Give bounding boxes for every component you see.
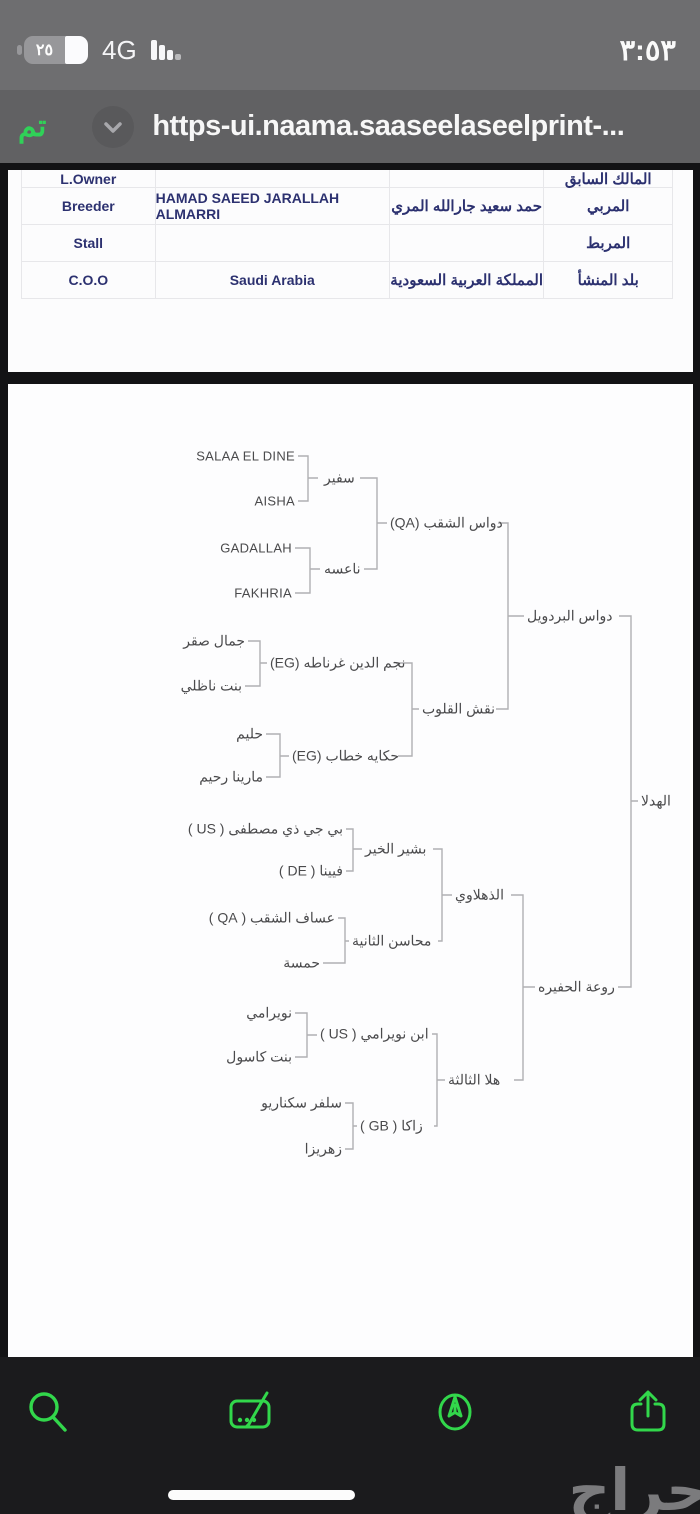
status-left-cluster: ٢٥ 4G — [17, 34, 185, 66]
pedigree-connector-lines — [245, 455, 638, 1150]
pedigree-node: بنت كاسول — [226, 1048, 292, 1065]
search-button[interactable] — [23, 1388, 71, 1436]
battery-icon: ٢٥ — [17, 36, 88, 64]
en-value-cell: HAMAD SAEED JARALLAH ALMARRI — [156, 188, 390, 224]
pedigree-node: ناعسه — [324, 560, 361, 577]
table-row: C.O.O Saudi Arabia المملكة العربية السعو… — [22, 262, 672, 299]
horse-info-card: L.Owner المالك السابق Breeder HAMAD SAEE… — [8, 170, 693, 372]
pedigree-node-root: الهدلا — [641, 792, 671, 809]
pedigree-node: هلا الثالثة — [448, 1071, 501, 1088]
pedigree-node: نقش القلوب — [422, 700, 496, 717]
pedigree-node: الذهلاوي — [455, 886, 504, 903]
pen-button[interactable] — [431, 1388, 479, 1436]
markup-button[interactable] — [228, 1388, 276, 1436]
pedigree-node: جمال صقر — [183, 632, 245, 649]
battery-percent: ٢٥ — [35, 42, 54, 59]
pedigree-node: AISHA — [254, 493, 295, 509]
en-label-cell: Breeder — [22, 188, 156, 224]
pedigree-node: عساف الشقب ( QA ) — [208, 909, 335, 926]
share-icon — [630, 1390, 666, 1432]
en-value-cell — [156, 170, 390, 187]
pedigree-node: حمسة — [283, 954, 320, 971]
search-icon — [29, 1392, 67, 1432]
home-indicator[interactable] — [168, 1490, 355, 1500]
en-label-cell: L.Owner — [22, 170, 156, 187]
ar-value-cell — [390, 170, 545, 187]
pedigree-tree-card: SALAA EL DINE AISHA GADALLAH FAKHRIA جما… — [8, 384, 693, 1357]
ar-value-cell: حمد سعيد جارالله المري — [390, 188, 545, 224]
signal-bars-icon — [150, 40, 181, 60]
ar-label-cell: المربط — [586, 235, 631, 252]
pedigree-node: بشير الخير — [365, 840, 427, 857]
done-button[interactable]: تم — [18, 110, 47, 143]
table-row: Breeder HAMAD SAEED JARALLAH ALMARRI حمد… — [22, 188, 672, 225]
en-label-cell: Stall — [22, 225, 156, 261]
battery-fill — [65, 36, 88, 64]
pen-circle-icon — [438, 1393, 472, 1431]
pedigree-node: بي جي ذي مصطفى ( US ) — [187, 820, 343, 837]
browser-address-bar: تم https-ui.naama.saaseelaseelprint-... — [0, 90, 700, 163]
watermark-logo: حراج — [568, 1456, 700, 1514]
ar-value-cell — [390, 225, 545, 261]
pedigree-node: زاكا ( GB ) — [360, 1117, 423, 1134]
markup-icon — [229, 1391, 271, 1429]
pedigree-node: حكايه خطاب (EG) — [292, 747, 399, 764]
pedigree-node-dam: روعة الحفيره — [538, 978, 615, 995]
pedigree-node: FAKHRIA — [234, 585, 292, 601]
chevron-down-button[interactable] — [92, 105, 135, 148]
pedigree-node: زهريزا — [304, 1140, 342, 1157]
bottom-toolbar: حراج — [0, 1357, 700, 1514]
network-type-label: 4G — [102, 34, 137, 65]
pedigree-node: دواس الشقب (QA) — [390, 514, 503, 531]
pedigree-node: GADALLAH — [220, 540, 292, 556]
table-row: Stall المربط — [22, 225, 672, 262]
pedigree-node: SALAA EL DINE — [196, 448, 295, 464]
share-button[interactable] — [624, 1388, 672, 1436]
pedigree-node: ابن نويرامي ( US ) — [320, 1025, 429, 1042]
pedigree-node: بنت ناظلي — [180, 677, 242, 694]
clock-time: ٣:٥٣ — [619, 34, 676, 67]
ar-label-cell: المالك السابق — [564, 170, 652, 188]
url-field[interactable]: https-ui.naama.saaseelaseelprint-... — [152, 110, 625, 142]
ar-label-cell: المربي — [587, 198, 630, 215]
pedigree-node: حليم — [236, 725, 263, 742]
chevron-down-icon — [104, 121, 123, 133]
en-value-cell: Saudi Arabia — [156, 262, 390, 298]
pedigree-node: نجم الدين غرناطه (EG) — [270, 654, 406, 671]
battery-nub — [17, 45, 22, 55]
pedigree-node: محاسن الثانية — [352, 932, 432, 949]
status-bar: ٢٥ 4G ٣:٥٣ — [0, 0, 700, 90]
table-row: L.Owner المالك السابق — [22, 170, 672, 188]
pedigree-node-sire: دواس البردويل — [527, 607, 613, 624]
pedigree-node: مارينا رحيم — [199, 768, 263, 785]
pedigree-node: سلفر سكناريو — [261, 1094, 342, 1111]
ar-value-cell: المملكة العربية السعودية — [390, 262, 545, 298]
pedigree-node: فيينا ( DE ) — [278, 862, 343, 879]
ar-label-cell: بلد المنشأ — [577, 272, 639, 289]
pedigree-node: سفير — [324, 469, 355, 486]
horse-info-table: L.Owner المالك السابق Breeder HAMAD SAEE… — [21, 170, 673, 299]
en-value-cell — [156, 225, 390, 261]
en-label-cell: C.O.O — [22, 262, 156, 298]
pedigree-node: نويرامي — [246, 1004, 292, 1021]
